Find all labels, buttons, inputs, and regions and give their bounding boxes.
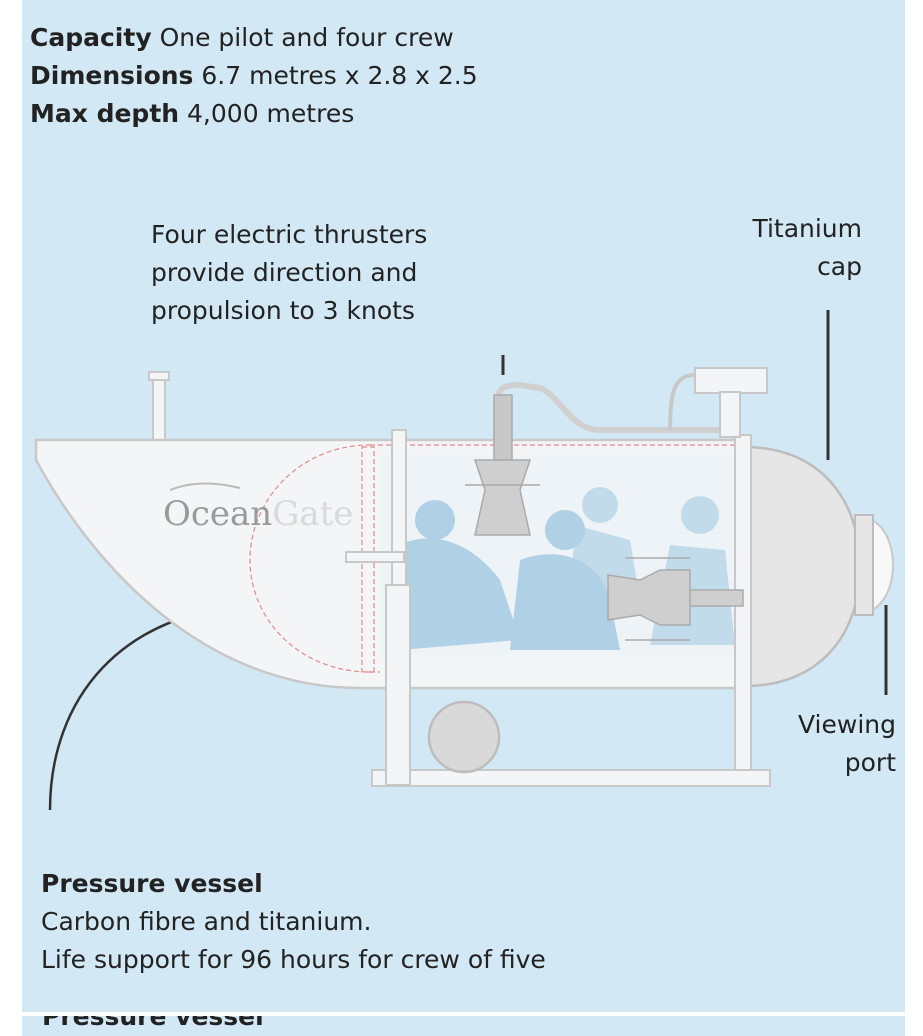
spec-label: Capacity <box>30 23 152 52</box>
horizontal-thruster <box>607 557 744 641</box>
annotation-line: Four electric thrusters <box>151 220 428 249</box>
annotation-line: provide direction and <box>151 258 418 287</box>
spec-value: 6.7 metres x 2.8 x 2.5 <box>201 61 478 90</box>
annotation-line: port <box>844 748 896 777</box>
spec-value: 4,000 metres <box>187 99 355 128</box>
annotation-line: Life support for 96 hours for crew of fi… <box>41 945 546 974</box>
pressure-vessel-annotation: Pressure vessel Carbon fibre and titaniu… <box>41 865 546 979</box>
thrusters-annotation: Four electric thrusters provide directio… <box>151 216 427 330</box>
support-frame <box>345 429 771 787</box>
annotation-line: cap <box>817 252 862 281</box>
titanium-cap <box>743 445 862 688</box>
oceangate-logo: OceanGate <box>163 494 353 534</box>
ballast-sphere <box>427 700 501 774</box>
vertical-thruster <box>465 381 740 536</box>
annotation-line: Titanium <box>752 214 862 243</box>
spec-label: Max depth <box>30 99 180 128</box>
annotation-line: Carbon fibre and titanium. <box>41 907 372 936</box>
spec-capacity: Capacity One pilot and four crew <box>30 19 454 57</box>
spec-dimensions: Dimensions 6.7 metres x 2.8 x 2.5 <box>30 57 478 95</box>
spec-label: Dimensions <box>30 61 194 90</box>
crew-silhouettes <box>400 487 735 650</box>
pressure-vessel-outline <box>249 444 736 673</box>
titanium-cap-annotation: Titanium cap <box>752 210 862 286</box>
annotation-title: Pressure vessel <box>41 869 263 898</box>
annotation-line: Viewing <box>798 710 896 739</box>
electronics-box <box>668 367 768 438</box>
annotation-line: propulsion to 3 knots <box>151 296 415 325</box>
antenna-mast <box>152 374 166 441</box>
spec-value: One pilot and four crew <box>159 23 454 52</box>
viewing-port <box>871 518 894 612</box>
viewing-port-annotation: Viewing port <box>798 706 896 782</box>
spec-max-depth: Max depth 4,000 metres <box>30 95 354 133</box>
